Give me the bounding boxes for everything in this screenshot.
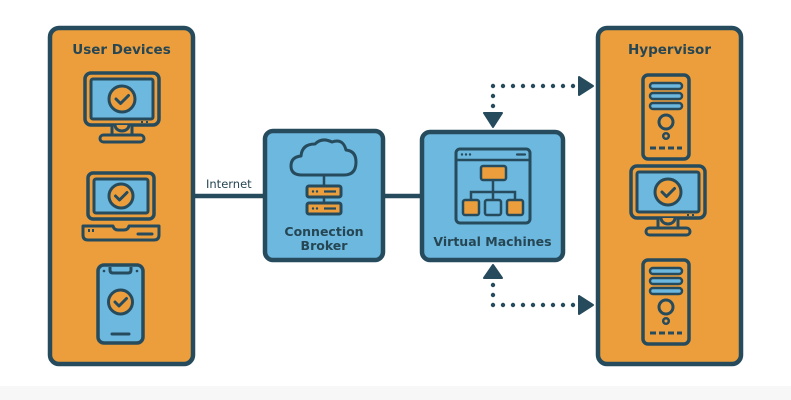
arrow-right-icon xyxy=(578,295,594,315)
server-tower-icon xyxy=(641,73,691,161)
panel-title: User Devices xyxy=(72,42,171,58)
phone-check-icon xyxy=(96,263,145,345)
node-title-line1: Connection xyxy=(284,224,363,239)
arrow-down-icon xyxy=(483,112,503,128)
node-title: Virtual Machines xyxy=(433,234,551,249)
edge-vm-hypervisor-bottom xyxy=(483,264,594,315)
panel-title: Hypervisor xyxy=(628,42,711,58)
footer-band xyxy=(0,386,791,400)
laptop-check-icon xyxy=(81,171,161,242)
window-hierarchy-icon xyxy=(454,147,532,225)
edge-label-internet: Internet xyxy=(206,177,252,191)
cloud-server-icon xyxy=(289,138,358,216)
server-tower-icon xyxy=(641,258,691,346)
arrow-right-icon xyxy=(578,76,594,96)
edge-vm-hypervisor-top xyxy=(483,76,594,128)
dotted-path xyxy=(490,282,576,308)
edge-internet: Internet xyxy=(193,177,265,199)
node-user-devices[interactable]: User Devices xyxy=(47,25,196,367)
node-title-line2: Broker xyxy=(301,238,349,253)
arrow-up-icon xyxy=(483,264,503,279)
node-hypervisor[interactable]: Hypervisor xyxy=(595,25,744,367)
node-connection-broker[interactable]: Connection Broker xyxy=(262,128,386,263)
node-virtual-machines[interactable]: Virtual Machines xyxy=(419,129,566,263)
dotted-path xyxy=(490,83,576,109)
